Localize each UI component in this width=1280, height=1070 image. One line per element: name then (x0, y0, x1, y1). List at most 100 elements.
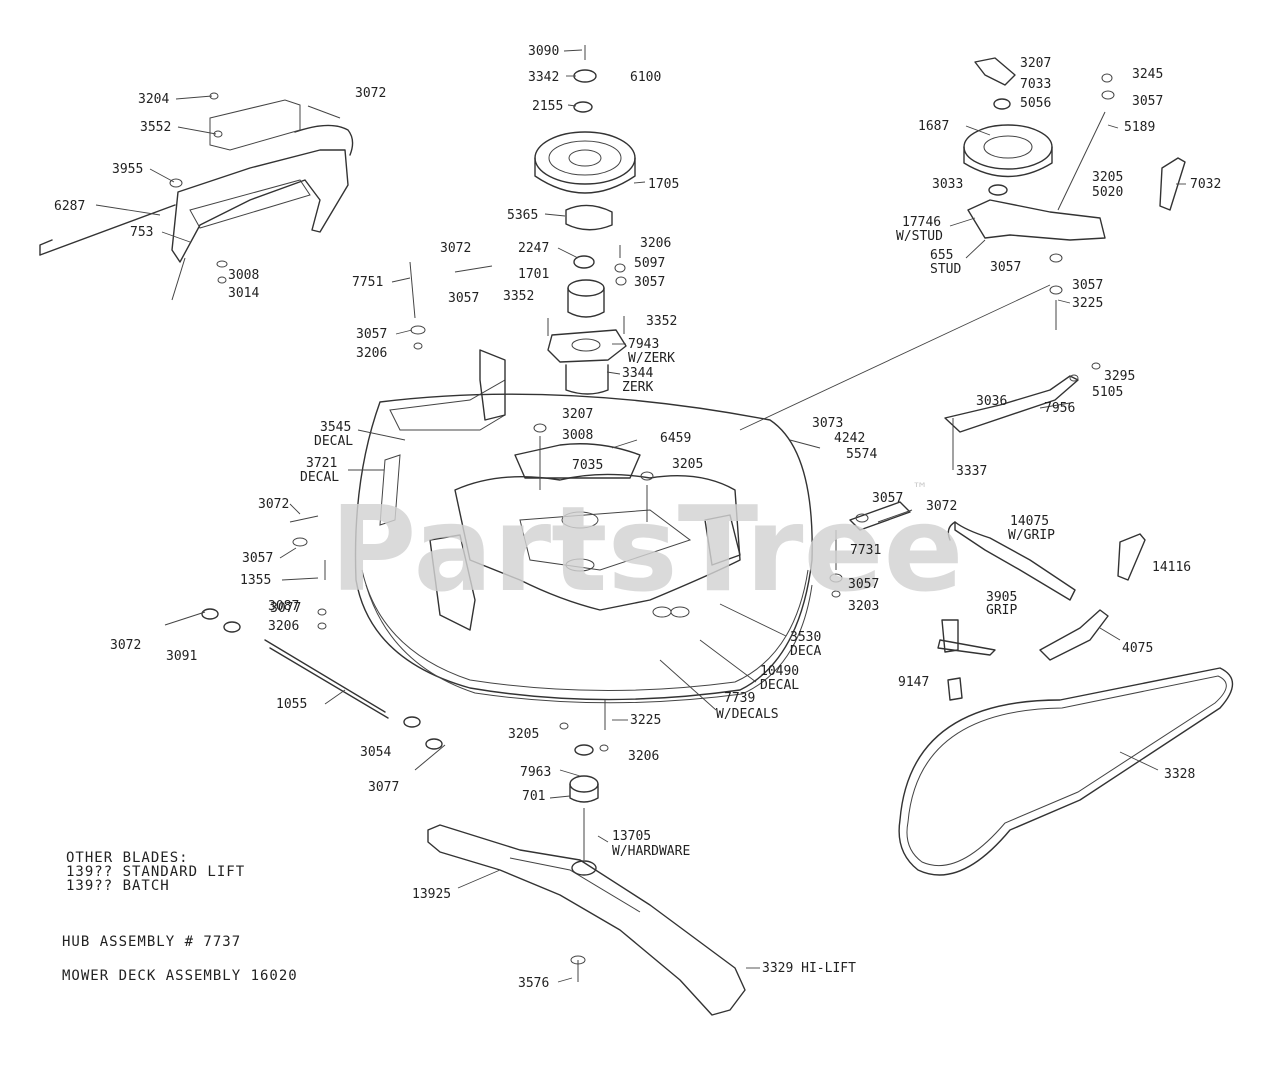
part-label: 3072 (355, 86, 386, 101)
notes-block: OTHER BLADES: 139?? STANDARD LIFT 139?? … (62, 850, 298, 984)
part-label: 3054 (360, 745, 391, 760)
watermark-trademark: ™ (912, 479, 928, 498)
part-label: 5097 (634, 256, 665, 271)
part-label: 3207 (1020, 56, 1051, 71)
part-label: 10490 (760, 664, 799, 679)
part-label: 3036 (976, 394, 1007, 409)
part-label: 3905 (986, 590, 1017, 605)
part-label: 3344 (622, 366, 653, 381)
hub-assembly-note: HUB ASSEMBLY # 7737 (62, 934, 241, 950)
part-label: DECAL (314, 434, 353, 449)
part-label: 3352 (503, 289, 534, 304)
part-label: W/HARDWARE (612, 844, 690, 859)
part-label: 3721 (306, 456, 337, 471)
part-label: 5056 (1020, 96, 1051, 111)
other-blades-line: 139?? STANDARD LIFT (66, 864, 245, 880)
part-label: 3337 (956, 464, 987, 479)
part-label: 3057 (634, 275, 665, 290)
part-label: 3552 (140, 120, 171, 135)
part-label: 7956 (1044, 401, 1075, 416)
part-label: 3008 (562, 428, 593, 443)
part-label: W/ZERK (628, 351, 675, 366)
part-label: 3205 (1092, 170, 1123, 185)
part-label: 3057 (242, 551, 273, 566)
part-label: GRIP (986, 603, 1017, 618)
part-label: 3072 (258, 497, 289, 512)
part-label: 13925 (412, 887, 451, 902)
part-label: W/STUD (896, 229, 943, 244)
part-label: 7963 (520, 765, 551, 780)
part-label: 13705 (612, 829, 651, 844)
spindle-stack (534, 45, 636, 395)
part-label: 3205 (672, 457, 703, 472)
part-label: 5365 (507, 208, 538, 223)
part-label: 1701 (518, 267, 549, 282)
part-label: 7032 (1190, 177, 1221, 192)
lift-bracket (39, 99, 354, 301)
leader-lines (95, 49, 1186, 983)
part-label: 1705 (648, 177, 679, 192)
part-label: 3057 (872, 491, 903, 506)
part-label: 5105 (1092, 385, 1123, 400)
part-label: 3206 (628, 749, 659, 764)
part-label: 3204 (138, 92, 169, 107)
part-label: 3057 (448, 291, 479, 306)
part-label: 5020 (1092, 185, 1123, 200)
part-label: 3207 (562, 407, 593, 422)
other-blades-title: OTHER BLADES: (66, 850, 189, 866)
part-label: 6287 (54, 199, 85, 214)
part-label: 753 (130, 225, 153, 240)
part-label: 5574 (846, 447, 877, 462)
part-label: 3072 (110, 638, 141, 653)
part-label: 3205 (508, 727, 539, 742)
part-label: 14116 (1152, 560, 1191, 575)
part-label: 1355 (240, 573, 271, 588)
part-label: 3328 (1164, 767, 1195, 782)
part-label: 3008 (228, 268, 259, 283)
part-label: 3955 (112, 162, 143, 177)
part-label: 9147 (898, 675, 929, 690)
idler-assembly (739, 57, 1186, 431)
part-label: DECA (790, 644, 821, 659)
part-label: 701 (522, 789, 545, 804)
part-label: 2247 (518, 241, 549, 256)
height-lever (849, 375, 1146, 701)
part-label: W/GRIP (1008, 528, 1055, 543)
part-label: 3329 HI-LIFT (762, 961, 856, 976)
part-label: 3057 (1072, 278, 1103, 293)
mower-deck-assembly-note: MOWER DECK ASSEMBLY 16020 (62, 968, 298, 984)
part-label: 6459 (660, 431, 691, 446)
part-label: 3091 (166, 649, 197, 664)
part-label: 7035 (572, 458, 603, 473)
part-label: 3057 (356, 327, 387, 342)
part-label: 3077 (270, 601, 301, 616)
part-label: 17746 (902, 215, 941, 230)
part-label: 7739 (724, 691, 755, 706)
part-label: 3576 (518, 976, 549, 991)
part-label: DECAL (760, 678, 799, 693)
part-label: 3087 (268, 599, 299, 614)
part-label: 7033 (1020, 77, 1051, 92)
part-label: 3206 (356, 346, 387, 361)
part-label: 7751 (352, 275, 383, 290)
part-label: 3545 (320, 420, 351, 435)
part-label: 14075 (1010, 514, 1049, 529)
part-label: W/DECALS (716, 707, 779, 722)
part-label: 3225 (630, 713, 661, 728)
part-label: 1687 (918, 119, 949, 134)
part-label: 655 (930, 248, 953, 263)
part-label: 5189 (1124, 120, 1155, 135)
part-label: STUD (930, 262, 961, 277)
part-label: 3033 (932, 177, 963, 192)
blade-and-axle (164, 608, 1234, 1016)
part-label: 3072 (440, 241, 471, 256)
part-label: 2155 (532, 99, 563, 114)
part-label: 3206 (640, 236, 671, 251)
part-label: 3206 (268, 619, 299, 634)
part-label: 3530 (790, 630, 821, 645)
part-label: 3057 (848, 577, 879, 592)
part-label: 3203 (848, 599, 879, 614)
part-label: 3057 (990, 260, 1021, 275)
